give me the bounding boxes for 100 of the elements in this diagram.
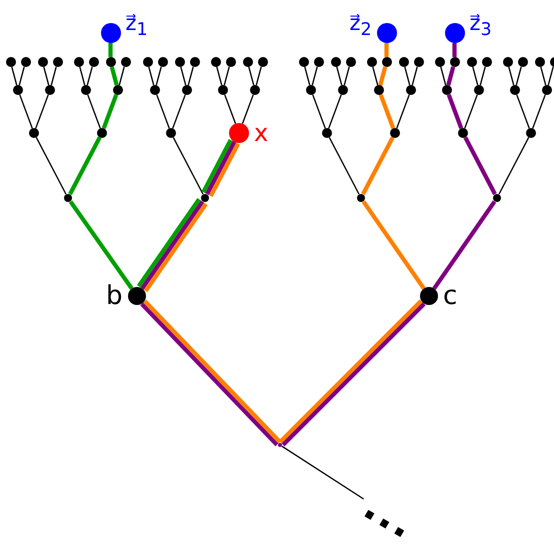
- tree-branch: [156, 94, 170, 129]
- tree-branch: [180, 66, 186, 86]
- tree-branch: [156, 66, 162, 86]
- tree-branch: [50, 66, 57, 86]
- tree-node-dot: [38, 57, 48, 67]
- tree-node-dot: [218, 85, 228, 95]
- tree-branch: [282, 446, 364, 500]
- tree-node-dot: [226, 57, 236, 67]
- tree-node-dot: [518, 57, 528, 67]
- tree-node-dot: [120, 57, 130, 67]
- tree-branch: [18, 66, 25, 86]
- tree-node-dot: [356, 194, 366, 202]
- tree-node-dot: [88, 57, 98, 67]
- tree-node-dot: [20, 57, 30, 67]
- path-segment: [362, 200, 426, 290]
- tree-branch: [404, 66, 410, 86]
- path-segment: [446, 94, 464, 130]
- path-segment: [463, 136, 497, 196]
- tree-node-dot: [398, 57, 408, 67]
- path-segment: [378, 94, 396, 130]
- tree-branch: [344, 66, 350, 86]
- tree-node-dot: [366, 57, 376, 67]
- tree-branch: [79, 66, 86, 86]
- path-segment: [68, 136, 102, 196]
- tree-node-dot: [338, 85, 348, 95]
- tree-branch: [188, 66, 194, 86]
- tree-node-dot: [314, 57, 324, 67]
- path-segment: [102, 94, 118, 130]
- tree-branch: [248, 66, 254, 86]
- tree-branch: [11, 66, 18, 86]
- tree-branch: [224, 94, 236, 124]
- tree-branch: [172, 137, 204, 194]
- tree-branch: [36, 137, 67, 194]
- tree-branch: [498, 137, 530, 194]
- tree-branch: [216, 66, 222, 86]
- tree-node-dot: [534, 57, 544, 67]
- tree-node-dot: [458, 128, 468, 138]
- tree-node-dot: [298, 57, 308, 67]
- tree-branch: [372, 66, 378, 86]
- tree-branch: [328, 94, 342, 129]
- tree-node-dot: [150, 85, 160, 95]
- tree-branch: [118, 66, 125, 86]
- tree-node-dot: [382, 57, 392, 67]
- tree-node-dot: [542, 85, 552, 95]
- tree-branch: [464, 94, 478, 129]
- tree-branch: [396, 94, 410, 129]
- tree-node-dot: [242, 57, 252, 67]
- tree-branch: [328, 137, 360, 194]
- tree-branch: [516, 66, 522, 86]
- junction-point: [278, 442, 282, 448]
- tree-node-dot: [450, 57, 460, 67]
- tree-branch: [480, 66, 486, 86]
- tree-node-dot: [210, 57, 220, 67]
- node-label: z⃗$_{2}$: [350, 12, 372, 40]
- tree-branch: [35, 94, 49, 129]
- tree-node-dot: [526, 128, 536, 138]
- tree-branch: [532, 94, 546, 129]
- path-segment: [378, 66, 388, 86]
- tree-node-dot: [406, 85, 416, 95]
- tree-branch: [148, 66, 154, 86]
- tree-node-dot: [482, 57, 492, 67]
- tree-node-dot: [97, 128, 107, 138]
- tree-node-dot: [13, 85, 23, 95]
- tree-node-dot: [474, 85, 484, 95]
- node-label: z⃗$_{3}$: [470, 12, 492, 40]
- path-segment: [452, 43, 457, 57]
- tree-node-dot: [142, 57, 152, 67]
- path-segment: [446, 66, 456, 86]
- tree-branch: [224, 66, 230, 86]
- tree-branch: [472, 66, 478, 86]
- tree-node-dot: [502, 57, 512, 67]
- tree-node-dot: [52, 57, 62, 67]
- tree-node-dot: [258, 57, 268, 67]
- tree-node-dot: [346, 57, 356, 67]
- tree-node-dot: [306, 85, 316, 95]
- tree-branch: [87, 94, 101, 129]
- tree-branch: [516, 94, 530, 129]
- path-segment: [432, 200, 496, 290]
- tree-node-dot: [414, 57, 424, 67]
- tree-branch: [304, 66, 310, 86]
- tree-node-dot: [182, 85, 192, 95]
- node-label: x: [254, 121, 268, 145]
- tree-node-dot: [322, 128, 332, 138]
- tree-branch: [508, 66, 514, 86]
- node-label: c: [443, 283, 458, 309]
- tree-branch: [412, 66, 418, 86]
- tree-branch: [43, 66, 50, 86]
- tree-node-dot: [74, 57, 84, 67]
- tree-node-dot: [166, 128, 176, 138]
- tree-node-dot: [29, 128, 39, 138]
- tree-node-dot: [64, 194, 72, 202]
- tree-node-dot: [374, 85, 384, 95]
- tree-node-dot: [434, 57, 444, 67]
- tree-branch: [86, 66, 93, 86]
- tree-branch: [172, 94, 186, 129]
- tree-node-dot: [390, 128, 400, 138]
- path-segment: [361, 136, 395, 196]
- path-segment: [110, 66, 119, 86]
- tree-node-dot: [200, 194, 210, 202]
- tree-node-dot: [510, 85, 520, 95]
